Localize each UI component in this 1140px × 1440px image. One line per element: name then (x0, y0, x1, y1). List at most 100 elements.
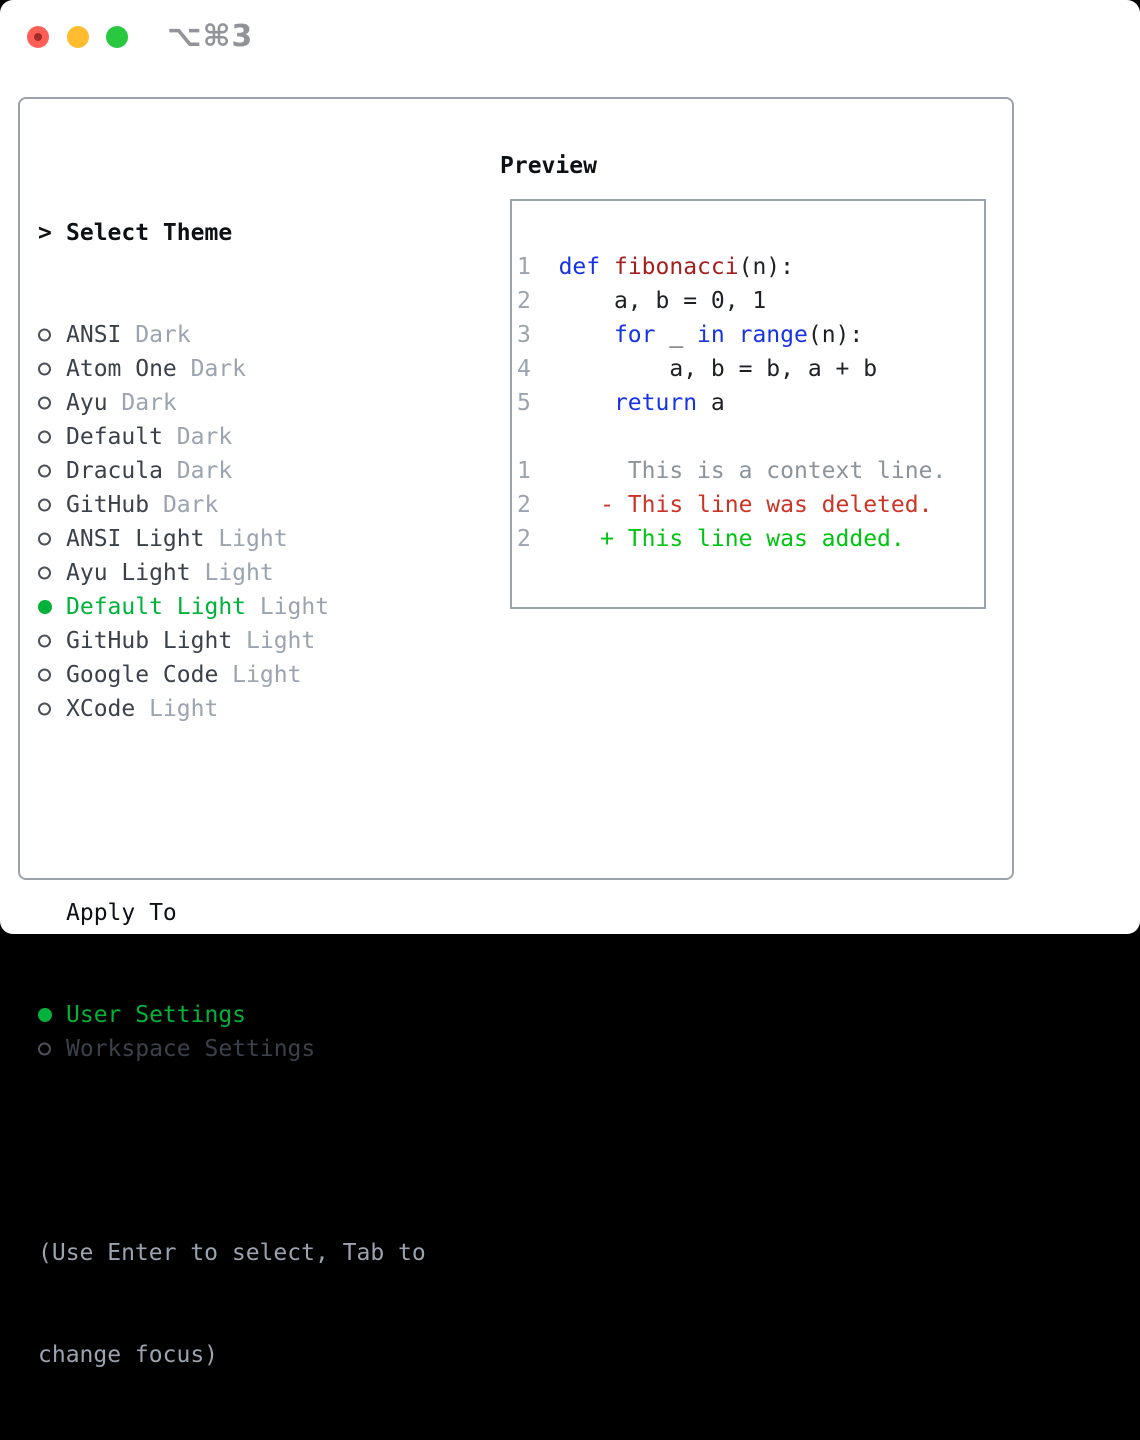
code-segment: return (614, 390, 697, 416)
footer-hint-line1: (Use Enter to select, Tab to (38, 1236, 478, 1270)
radio-icon (38, 454, 66, 488)
radio-icon (38, 556, 66, 590)
footer-hint-line2: change focus) (38, 1338, 478, 1372)
spacer (38, 1134, 478, 1168)
theme-name: ANSI (66, 322, 121, 348)
code-segment: in (697, 322, 725, 348)
cursor-icon: > (38, 216, 66, 250)
apply-to-title: Apply To (66, 900, 177, 926)
radio-circle (38, 600, 52, 614)
theme-name: Default (66, 424, 163, 450)
theme-variant: Light (218, 662, 301, 688)
select-theme-title: Select Theme (66, 220, 232, 246)
theme-item[interactable]: XCode Light (38, 692, 478, 726)
radio-circle (38, 669, 51, 682)
theme-variant: Dark (149, 492, 218, 518)
theme-variant: Light (191, 560, 274, 586)
zoom-button[interactable] (106, 26, 128, 48)
apply-to-indent (38, 896, 66, 930)
radio-icon (38, 420, 66, 454)
theme-item[interactable]: Ayu Light Light (38, 556, 478, 590)
radio-circle (38, 363, 51, 376)
theme-variant: Dark (163, 458, 232, 484)
code-segment: (n): (739, 254, 794, 280)
theme-name: Default Light (66, 594, 246, 620)
spacer (38, 794, 478, 828)
line-number: 2 (517, 492, 531, 518)
code-segment: for (614, 322, 656, 348)
code-segment (531, 322, 614, 348)
window-shortcut-label: ⌥⌘3 (167, 19, 253, 55)
preview-line: 5 return a (517, 386, 984, 420)
apply-option[interactable]: Workspace Settings (38, 1032, 478, 1066)
code-segment: - This line was deleted. (600, 492, 932, 518)
apply-option[interactable]: User Settings (38, 998, 478, 1032)
close-button[interactable] (27, 26, 49, 48)
radio-icon (38, 692, 66, 726)
theme-variant: Dark (121, 322, 190, 348)
theme-variant: Dark (163, 424, 232, 450)
radio-circle (38, 397, 51, 410)
preview-line: 2 a, b = 0, 1 (517, 284, 984, 318)
theme-item[interactable]: Ayu Dark (38, 386, 478, 420)
theme-variant: Light (204, 526, 287, 552)
code-segment (600, 254, 614, 280)
preview-line: 4 a, b = b, a + b (517, 352, 984, 386)
radio-icon (38, 1032, 66, 1066)
theme-name: ANSI Light (66, 526, 204, 552)
theme-item[interactable]: GitHub Light Light (38, 624, 478, 658)
code-segment: a, b = 0, 1 (614, 288, 766, 314)
theme-item[interactable]: ANSI Dark (38, 318, 478, 352)
theme-name: GitHub (66, 492, 149, 518)
code-segment (531, 254, 559, 280)
theme-item[interactable]: Default Light Light (38, 590, 478, 624)
preview-line: 2 - This line was deleted. (517, 488, 984, 522)
radio-icon (38, 318, 66, 352)
radio-icon (38, 386, 66, 420)
theme-name: Dracula (66, 458, 163, 484)
radio-circle (38, 1008, 52, 1022)
theme-item[interactable]: Atom One Dark (38, 352, 478, 386)
preview-line: 3 for _ in range(n): (517, 318, 984, 352)
minimize-button[interactable] (67, 26, 89, 48)
preview-line: 1 This is a context line. (517, 454, 984, 488)
close-button-dot (34, 33, 42, 41)
code-segment: range (739, 322, 808, 348)
theme-item[interactable]: ANSI Light Light (38, 522, 478, 556)
theme-item[interactable]: Dracula Dark (38, 454, 478, 488)
theme-item[interactable]: GitHub Dark (38, 488, 478, 522)
code-segment (725, 322, 739, 348)
theme-variant: Dark (108, 390, 177, 416)
line-number: 4 (517, 356, 531, 382)
code-segment: a (697, 390, 725, 416)
theme-item[interactable]: Default Dark (38, 420, 478, 454)
apply-option-label: Workspace Settings (66, 1036, 315, 1062)
line-number: 1 (517, 254, 531, 280)
line-number: 1 (517, 458, 531, 484)
code-segment (531, 526, 600, 552)
preview-line: 2 + This line was added. (517, 522, 984, 556)
theme-name: Ayu (66, 390, 108, 416)
line-number: 3 (517, 322, 531, 348)
preview-line (517, 420, 984, 454)
radio-icon (38, 488, 66, 522)
code-segment (531, 288, 614, 314)
code-segment: fibonacci (614, 254, 739, 280)
code-segment: This is a context line. (628, 458, 947, 484)
radio-circle (38, 329, 51, 342)
radio-icon (38, 658, 66, 692)
radio-icon (38, 522, 66, 556)
apply-to-header: Apply To (38, 896, 478, 930)
theme-variant: Dark (177, 356, 246, 382)
line-number: 2 (517, 526, 531, 552)
theme-item[interactable]: Google Code Light (38, 658, 478, 692)
code-segment: a, b = b, a + b (669, 356, 877, 382)
code-segment (531, 356, 669, 382)
theme-variant: Light (135, 696, 218, 722)
radio-circle (38, 1043, 51, 1056)
theme-variant: Light (246, 594, 329, 620)
